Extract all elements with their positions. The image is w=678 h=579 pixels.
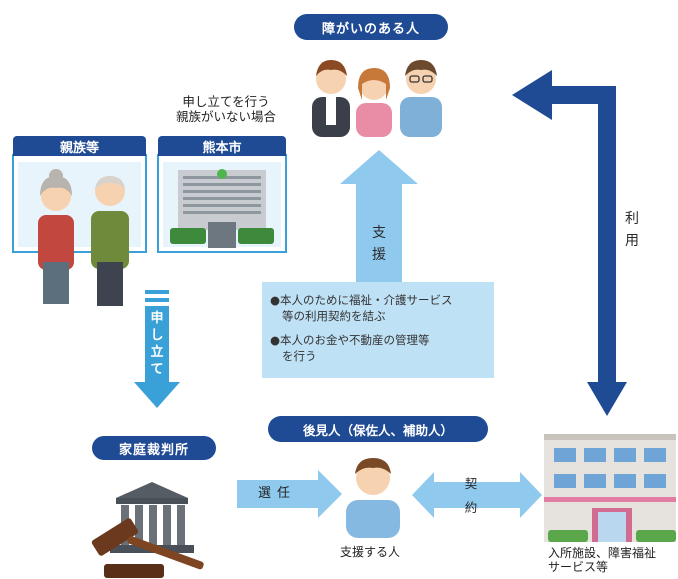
appoint-arrow xyxy=(237,470,342,518)
facility-building-icon xyxy=(544,434,676,542)
facility-label-line2: サービス等 xyxy=(548,560,609,574)
guardian-pill-label: 後見人（保佐人、補助人） xyxy=(302,422,453,438)
guardian-pill: 後見人（保佐人、補助人） xyxy=(268,416,488,442)
facility-label: 入所施設、障害福祉 サービス等 xyxy=(548,546,656,574)
use-arrow-label: 利用 xyxy=(625,211,639,249)
relatives-tab-label: 親族等 xyxy=(59,140,99,156)
support-arrow xyxy=(340,150,418,284)
role-line-4: を行う xyxy=(282,349,317,363)
three-people-icon xyxy=(312,60,442,137)
gavel-icon xyxy=(91,518,204,578)
facility-label-line1: 入所施設、障害福祉 xyxy=(548,546,657,560)
petition-note-line1: 申し立てを行う xyxy=(182,94,270,109)
persons-title-pill: 障がいのある人 xyxy=(294,14,448,40)
city-tab-label: 熊本市 xyxy=(202,140,242,156)
city-tab: 熊本市 xyxy=(158,136,286,156)
petition-arrow xyxy=(134,290,180,408)
support-arrow-label: 支援 xyxy=(372,225,386,263)
role-line-2: 等の利用契約を結ぶ xyxy=(282,309,386,323)
appoint-arrow-label: 選任 xyxy=(258,486,297,501)
contract-arrow xyxy=(412,472,542,518)
use-arrow xyxy=(512,70,627,416)
court-pill: 家庭裁判所 xyxy=(92,436,216,460)
role-line-3: ●本人のお金や不動産の管理等 xyxy=(270,333,430,347)
petition-note-line2: 親族がいない場合 xyxy=(175,109,276,124)
roles-text: ●本人のために福祉・介護サービス 等の利用契約を結ぶ ●本人のお金や不動産の管理… xyxy=(270,292,490,364)
supporter-label: 支援する人 xyxy=(340,545,401,559)
contract-arrow-label: 契約 xyxy=(464,476,478,515)
persons-title: 障がいのある人 xyxy=(321,21,420,37)
role-line-1: ●本人のために福祉・介護サービス xyxy=(270,293,453,307)
city-hall-icon xyxy=(170,169,274,248)
elderly-couple-icon xyxy=(38,169,129,306)
relatives-tab: 親族等 xyxy=(13,136,146,156)
petition-note: 申し立てを行う 親族がいない場合 xyxy=(170,94,282,124)
supporter-person-icon xyxy=(346,458,400,538)
roles-box xyxy=(262,282,494,378)
petition-arrow-label: 申し立て xyxy=(150,311,164,377)
court-pill-label: 家庭裁判所 xyxy=(118,442,189,458)
